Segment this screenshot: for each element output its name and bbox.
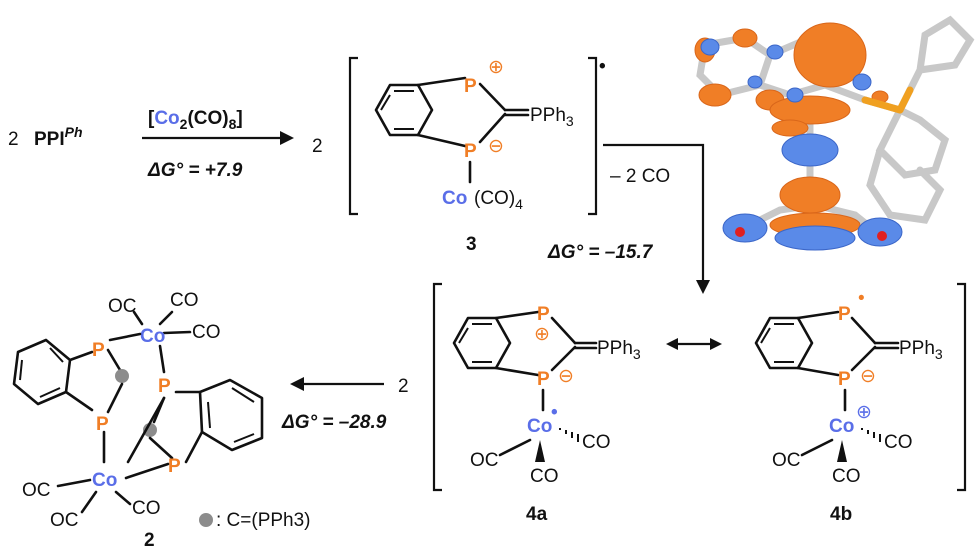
step2: – 2 CO ΔG° = –15.7 [547, 143, 710, 294]
cpd4b-cobalt: Co [829, 416, 854, 437]
compound-2: OC CO CO Co P P P P [12, 290, 311, 551]
cpd4a-co-bottom: CO [530, 466, 559, 487]
step1: 2 PPIPh [Co2(CO)8] ΔG° = +7.9 [8, 108, 294, 181]
compound-3: 2 • P ⊕ P ⊖ PPh3 Co (CO)4 3 [312, 56, 606, 255]
cpd2-p-1: P [92, 340, 105, 361]
cpd4a-co-right: CO [582, 432, 611, 453]
step3-coefficient: 2 [398, 376, 409, 397]
dg-step3: ΔG° = –28.9 [281, 412, 387, 433]
cpd4b-charge-minus: ⊖ [860, 366, 876, 387]
cpd4b-charge-plus: ⊕ [856, 402, 872, 423]
legend-dummy-c [199, 513, 213, 527]
arrowhead-step1 [280, 131, 294, 145]
cpd3-label: 3 [466, 234, 477, 255]
cpd4a-charge-minus: ⊖ [558, 366, 574, 387]
cpd2-benzene-left [12, 338, 72, 406]
cpd2-co-bot-left2: OC [50, 510, 79, 531]
dg-step1: ΔG° = +7.9 [147, 160, 243, 181]
cpd2-dummy-c-1 [115, 369, 129, 383]
cpd3-cobalt: Co [442, 188, 467, 209]
cpd4a-p-bottom: P [537, 369, 550, 390]
step2-co-loss: – 2 CO [610, 166, 670, 187]
resonance-arrow [666, 338, 722, 350]
cpd3-p-top: P [464, 76, 477, 97]
cpd2-co-top-right: CO [192, 322, 221, 343]
cpd4a-charge-plus: ⊕ [534, 324, 550, 345]
cpd2-p-4: P [168, 456, 181, 477]
cpd2-cobalt-bottom: Co [92, 470, 117, 491]
bracket-4-left [432, 282, 442, 492]
step3: 2 ΔG° = –28.9 [281, 376, 409, 433]
cpd4b-co-right: CO [884, 432, 913, 453]
cpd3-bracket-right [588, 56, 598, 216]
cpd4a-label: 4a [526, 504, 548, 525]
reactant-ppi: PPIPh [34, 124, 83, 150]
cpd3-charge-plus: ⊕ [488, 57, 504, 78]
cpd4a-co-left: OC [470, 450, 499, 471]
bracket-4-right [957, 282, 967, 492]
cpd4b-co-left: OC [772, 450, 801, 471]
cpd4b-p-top: P [838, 304, 851, 325]
compound-4a: P ⊕ P ⊖ PPh3 Co • CO OC CO 4a [452, 304, 641, 525]
cpd2-co-top-left: OC [108, 296, 137, 317]
cpd4b-ylide: PPh3 [899, 338, 943, 362]
cpd4b-co-bottom: CO [832, 466, 861, 487]
arrowhead-step2 [696, 280, 710, 294]
cpd2-co-bot-right: CO [132, 498, 161, 519]
cpd4a-p-top: P [537, 304, 550, 325]
cpd2-cobalt-top: Co [140, 326, 165, 347]
cpd3-p-bottom: P [464, 141, 477, 162]
cpd2-legend: : C=(PPh3) [216, 510, 311, 531]
cpd3-bracket-left [348, 56, 358, 216]
spin-density-plot [694, 15, 975, 251]
cpd2-label: 2 [144, 530, 155, 551]
cpd3-coefficient: 2 [312, 136, 323, 157]
cpd4b-label: 4b [830, 504, 852, 525]
cpd2-co-bot-left: OC [22, 480, 51, 501]
cpd3-co-ligands: (CO)4 [474, 188, 523, 212]
cpd3-radical-dot: • [599, 56, 606, 77]
cpd4b-p-bottom: P [838, 369, 851, 390]
dg-step2: ΔG° = –15.7 [547, 242, 654, 263]
arrowhead-step3 [290, 377, 304, 391]
arrow-step2 [603, 143, 705, 282]
cpd4a-cobalt: Co [527, 416, 552, 437]
reagent-co2co8: [Co2(CO)8] [148, 108, 243, 132]
cpd3-charge-minus: ⊖ [488, 136, 504, 157]
cpd4b-radical-p: • [858, 288, 865, 309]
cpd4a-radical: • [551, 402, 558, 423]
cpd2-co-top-mid: CO [170, 290, 199, 311]
step1-coefficient: 2 [8, 129, 19, 150]
cpd4a-ylide: PPh3 [597, 338, 641, 362]
cpd2-p-3: P [158, 376, 171, 397]
cpd3-benzene [374, 83, 434, 137]
compound-4b: P • P ⊖ PPh3 Co ⊕ CO OC CO 4b [754, 288, 943, 525]
cpd2-p-2: P [96, 414, 109, 435]
cpd3-ylide: PPh3 [530, 105, 574, 129]
